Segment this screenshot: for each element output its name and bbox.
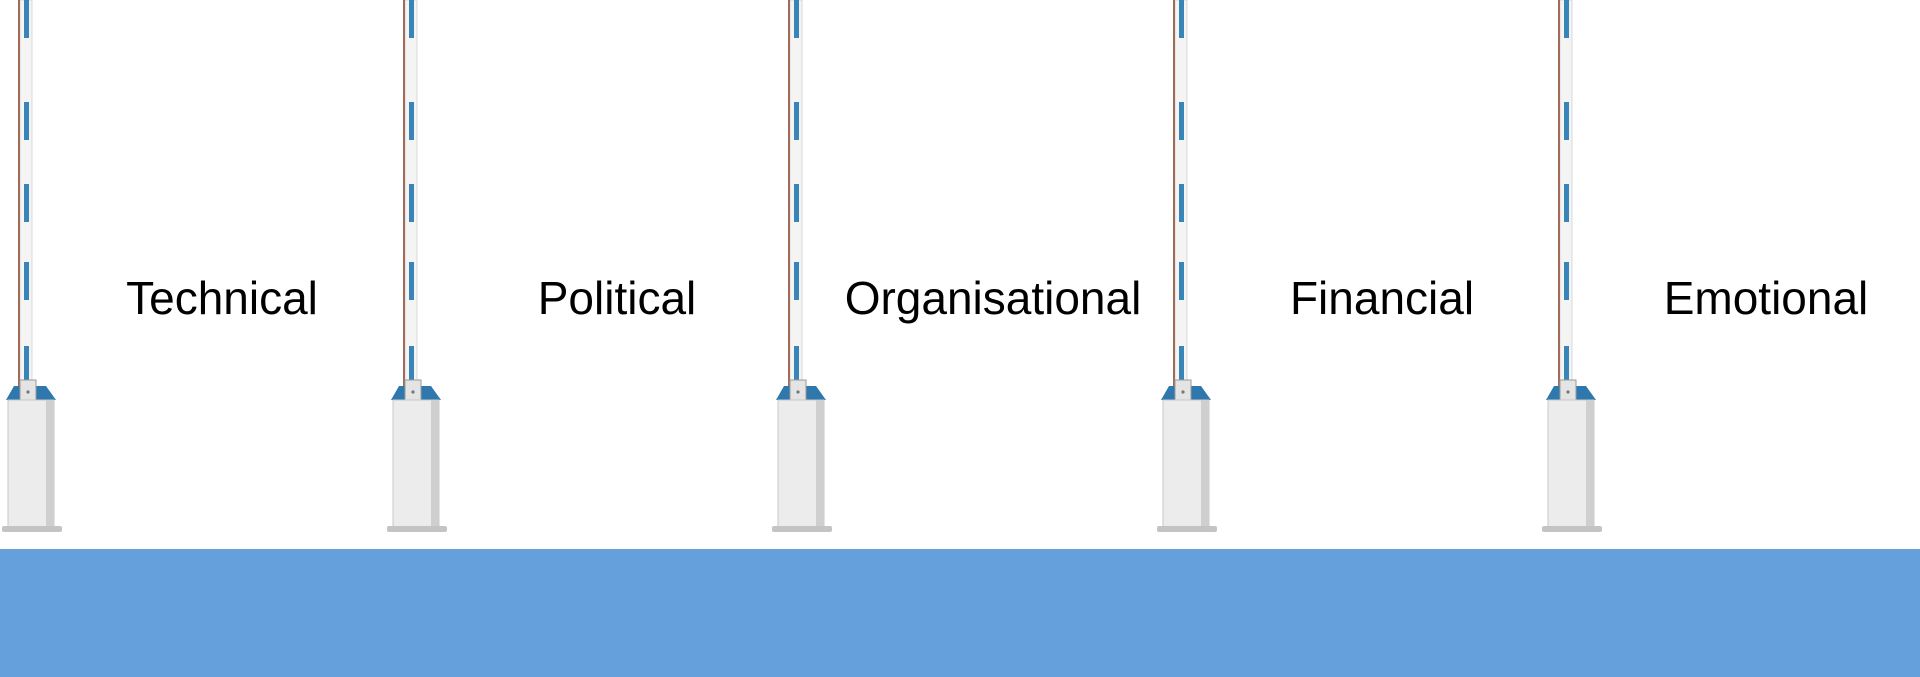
barrier-label-political: Political: [497, 270, 737, 326]
barrier-label-technical: Technical: [102, 270, 342, 326]
boom-barrier-gate-icon: [0, 0, 70, 540]
barrier-label-organisational: Organisational: [833, 270, 1153, 326]
barrier-label-financial: Financial: [1262, 270, 1502, 326]
barrier-label-emotional: Emotional: [1646, 270, 1886, 326]
boom-barrier-gate-icon: [1540, 0, 1610, 540]
boom-barrier-gate-icon: [1155, 0, 1225, 540]
boom-barrier-gate-icon: [385, 0, 455, 540]
floor-band: [0, 549, 1920, 677]
boom-barrier-gate-icon: [770, 0, 840, 540]
